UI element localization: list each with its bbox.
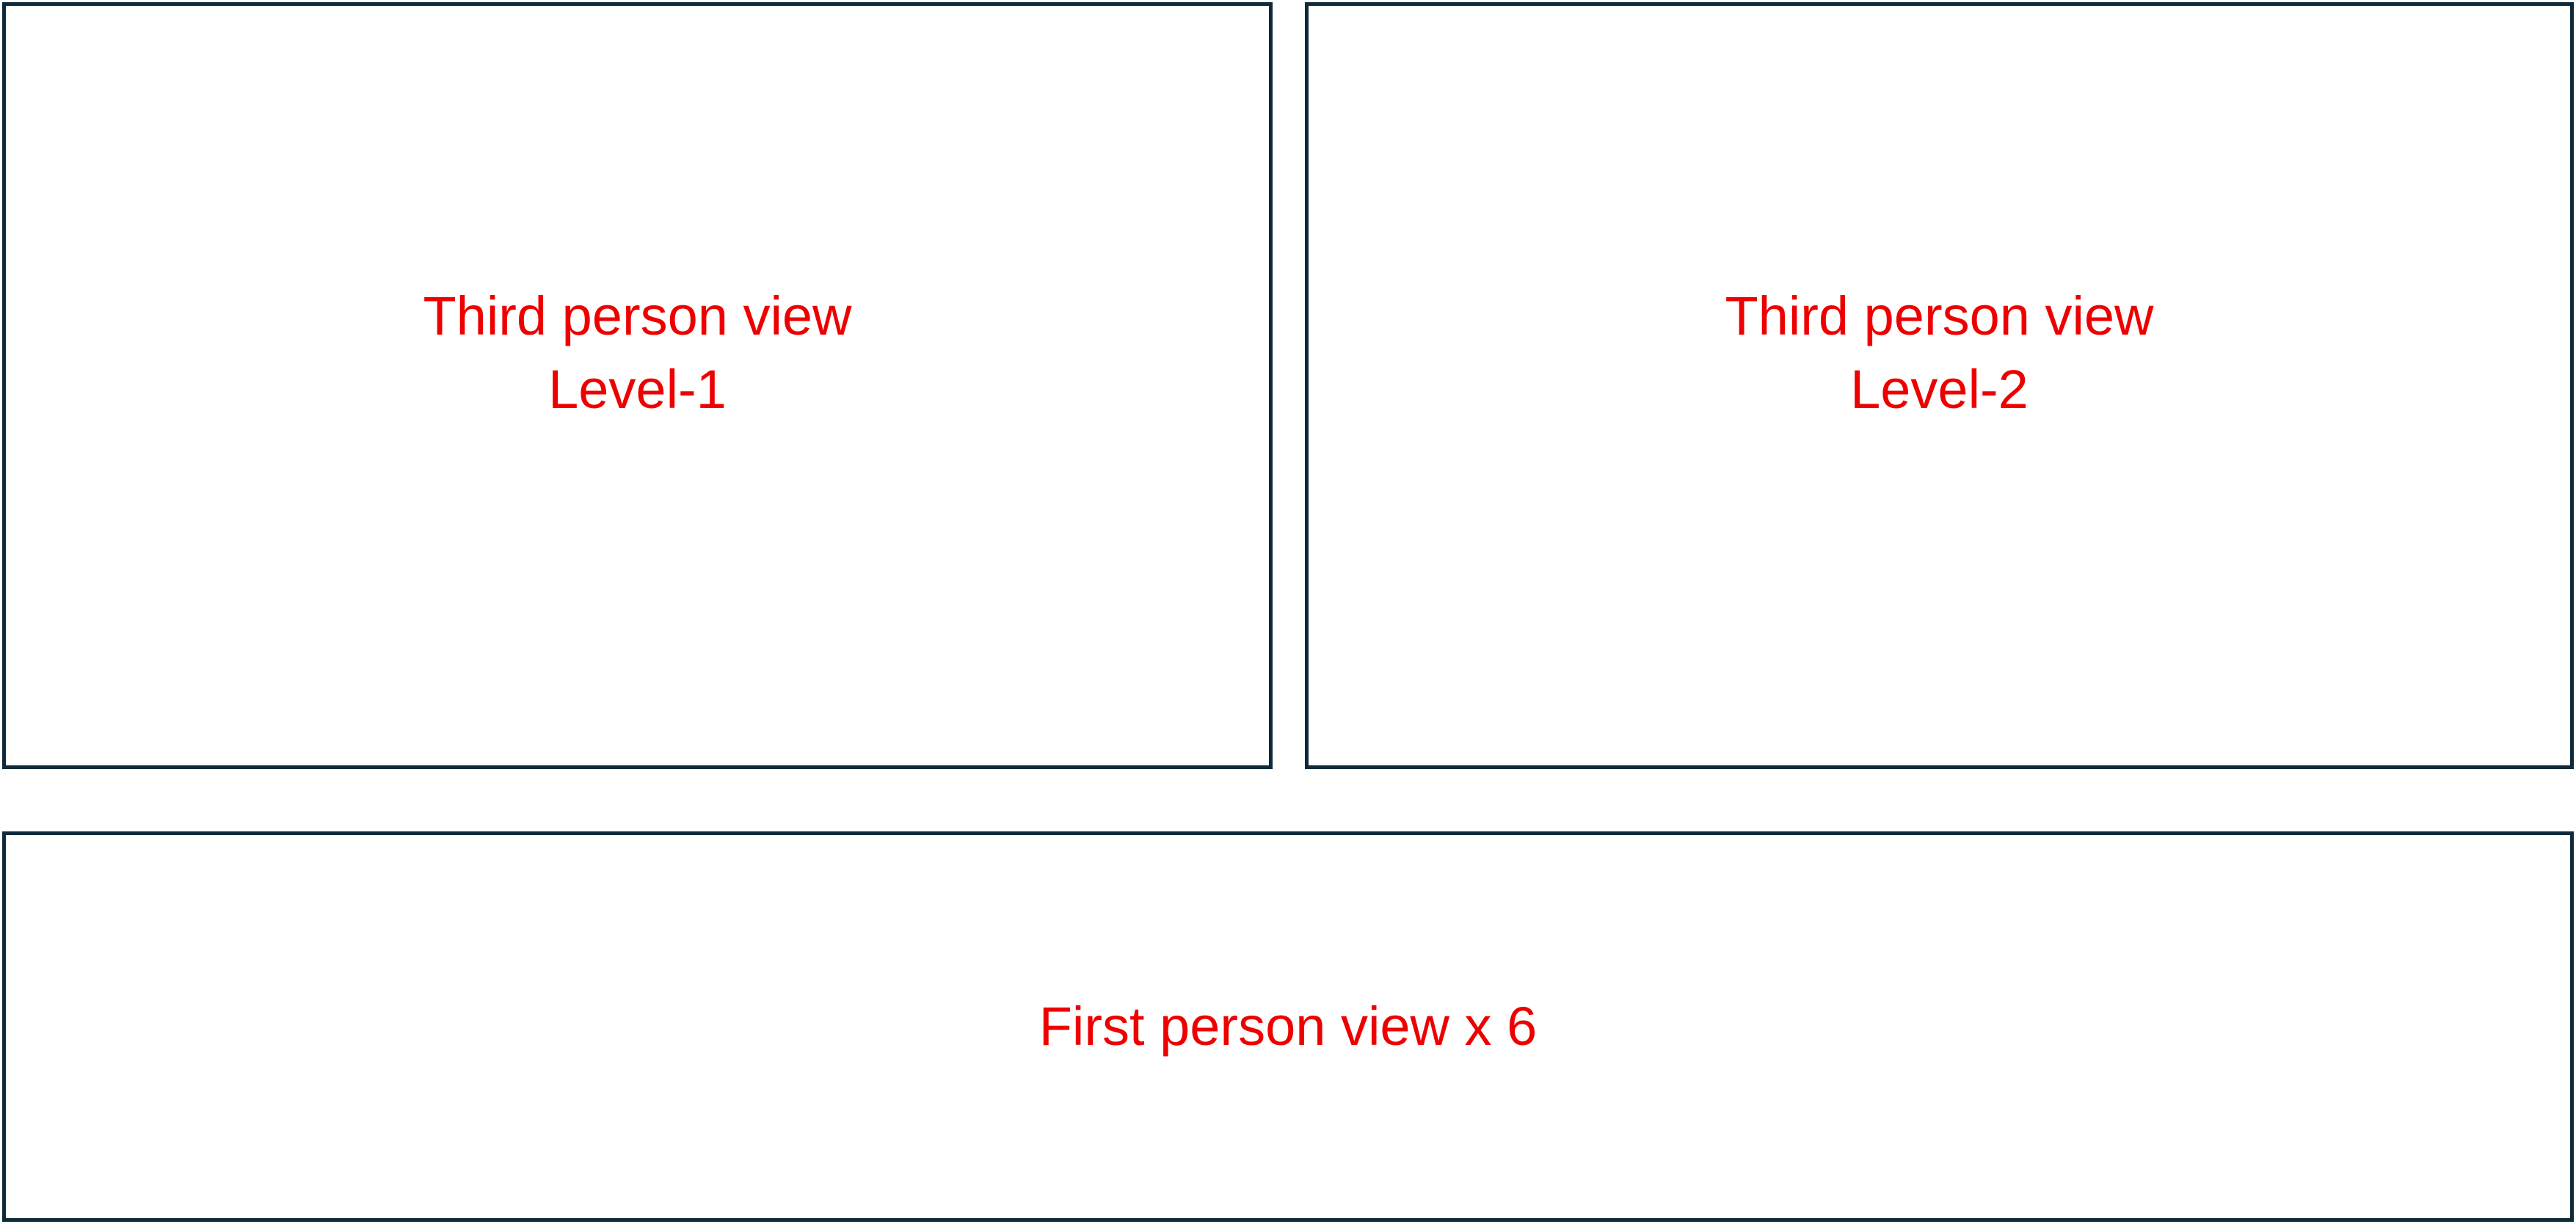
third-person-view-level-2-panel: Third person view Level-2 <box>1305 2 2574 769</box>
panel-label-line-1: Third person view <box>423 285 852 346</box>
panel-label-line-2: Level-2 <box>1850 358 2029 420</box>
panel-label-line-2: Level-1 <box>548 358 727 420</box>
third-person-view-level-1-panel: Third person view Level-1 <box>2 2 1273 769</box>
first-person-view-panel: First person view x 6 <box>2 831 2574 1222</box>
panel-label: Third person view Level-2 <box>1725 280 2153 426</box>
panel-label: First person view x 6 <box>1039 990 1538 1063</box>
panel-label: Third person view Level-1 <box>423 280 851 426</box>
panel-label-line-1: First person view x 6 <box>1038 996 1538 1057</box>
panel-label-line-1: Third person view <box>1725 285 2154 346</box>
